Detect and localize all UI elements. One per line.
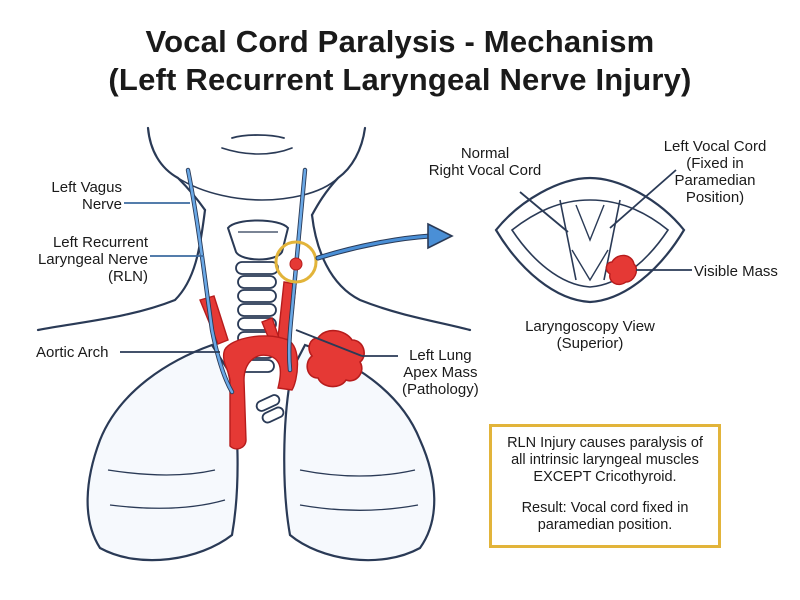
label-aortic-arch: Aortic Arch	[36, 344, 109, 361]
note-line: all intrinsic laryngeal muscles	[511, 452, 699, 468]
note-line: RLN Injury causes paralysis of	[507, 435, 703, 451]
lungs	[86, 343, 436, 562]
note-line: EXCEPT Cricothyroid.	[533, 469, 677, 485]
page-subtitle: (Left Recurrent Laryngeal Nerve Injury)	[108, 62, 692, 97]
lesion-highlight	[274, 240, 318, 284]
note-line: Result: Vocal cord fixed in	[521, 500, 689, 516]
body-outline	[36, 126, 472, 332]
lung-apex-mass	[306, 329, 365, 388]
note-line: paramedian position.	[537, 517, 673, 533]
label-lung-mass: Left Lung Apex Mass (Pathology)	[402, 347, 479, 398]
larynx	[226, 219, 290, 261]
pointer-arrow	[315, 233, 433, 261]
laryngoscopy-leaders	[519, 169, 692, 271]
label-visible-mass: Visible Mass	[694, 263, 778, 280]
visible-mass-mark	[605, 254, 638, 286]
info-note-box: RLN Injury causes paralysis of all intri…	[489, 424, 721, 548]
page-title: Vocal Cord Paralysis - Mechanism	[145, 24, 655, 59]
label-laryngoscopy-view: Laryngoscopy View(Superior)	[525, 318, 655, 352]
lesion-mark	[289, 257, 303, 271]
